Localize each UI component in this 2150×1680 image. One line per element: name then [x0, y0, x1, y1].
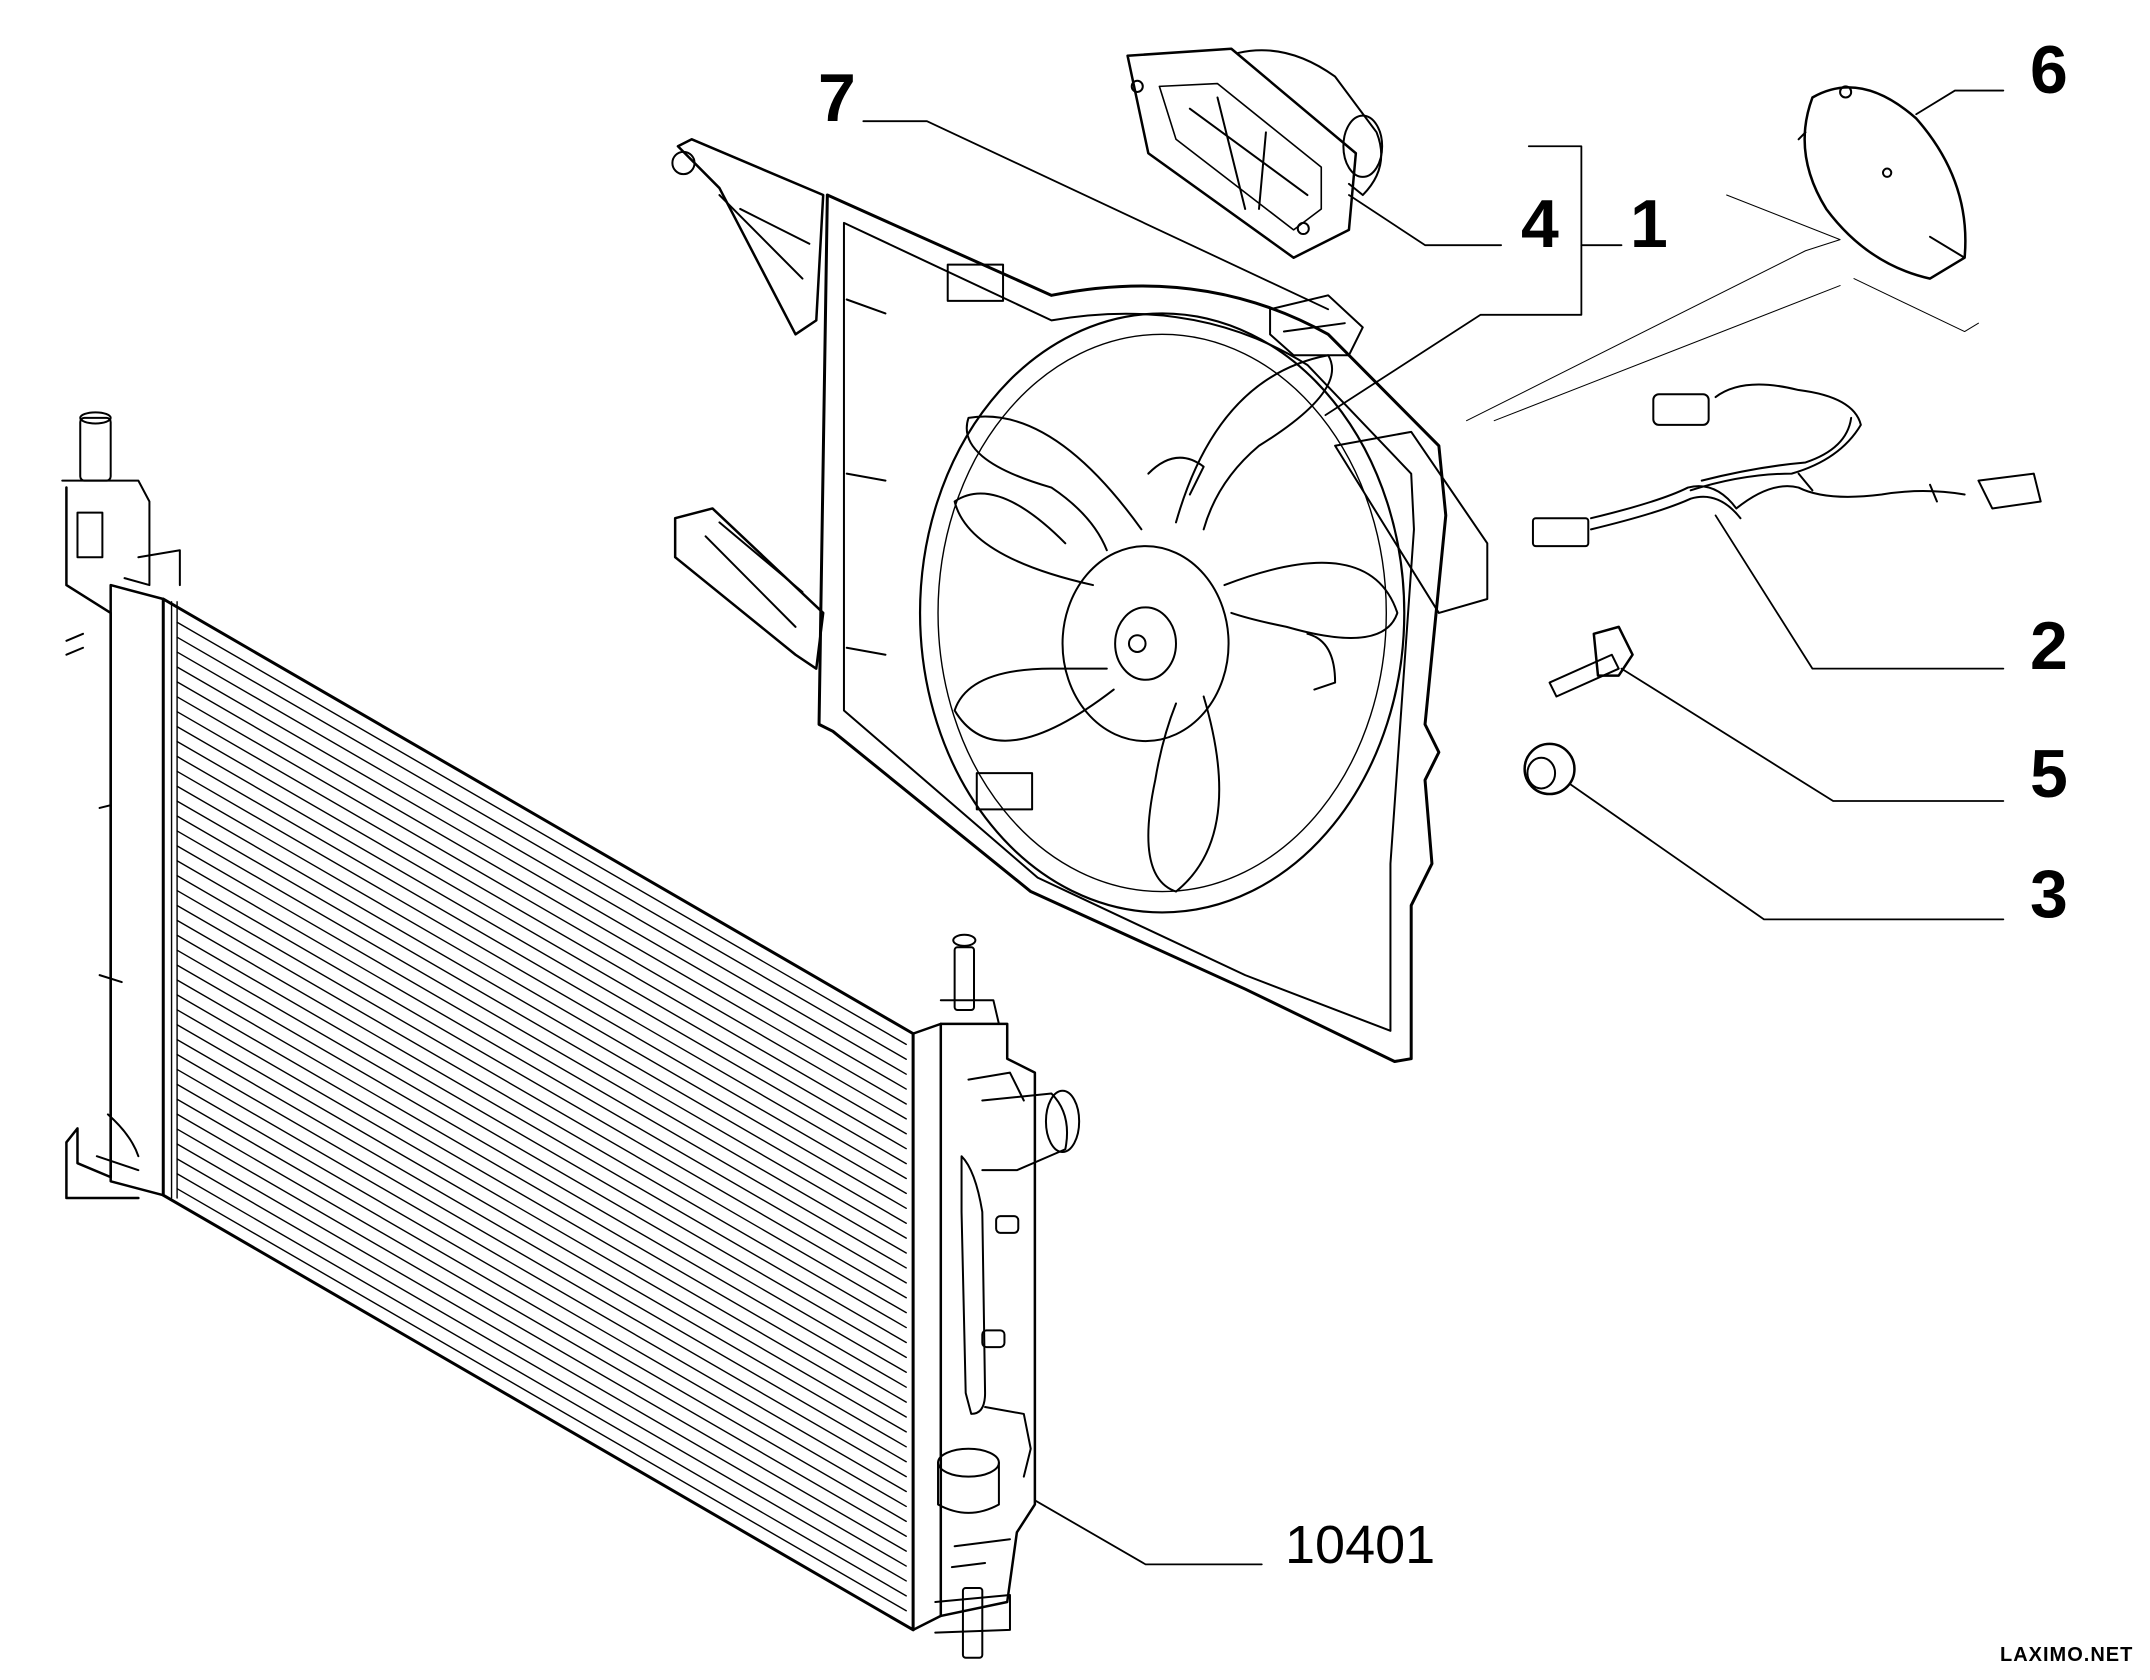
- watermark: LAXIMO.NET: [2000, 1644, 2134, 1666]
- callout-3[interactable]: 3: [2030, 856, 2068, 932]
- motor-cover[interactable]: [1799, 86, 1966, 278]
- fan-ring: [920, 313, 1404, 912]
- radiator[interactable]: [62, 412, 1079, 1657]
- callout-1[interactable]: 1: [1630, 186, 1668, 262]
- callout-4[interactable]: 4: [1521, 186, 1559, 262]
- leader-lines: [863, 91, 2003, 1565]
- callout-6[interactable]: 6: [2030, 32, 2068, 108]
- fan-hub: [1063, 546, 1229, 741]
- fan-resistor[interactable]: [1128, 49, 1383, 258]
- bolt[interactable]: [1550, 627, 1633, 697]
- callout-5[interactable]: 5: [2030, 736, 2068, 812]
- radiator-fins: [172, 602, 907, 1611]
- fan-blades: [955, 355, 1398, 891]
- group-reference-10401[interactable]: 10401: [1285, 1515, 1436, 1575]
- callout-7[interactable]: 7: [818, 60, 856, 136]
- callout-2[interactable]: 2: [2030, 608, 2068, 684]
- fan-shroud-assembly[interactable]: [672, 139, 1487, 1061]
- grommet[interactable]: [1525, 744, 1575, 794]
- wiring-harness[interactable]: [1533, 384, 2041, 546]
- retaining-clip[interactable]: [1270, 295, 1363, 355]
